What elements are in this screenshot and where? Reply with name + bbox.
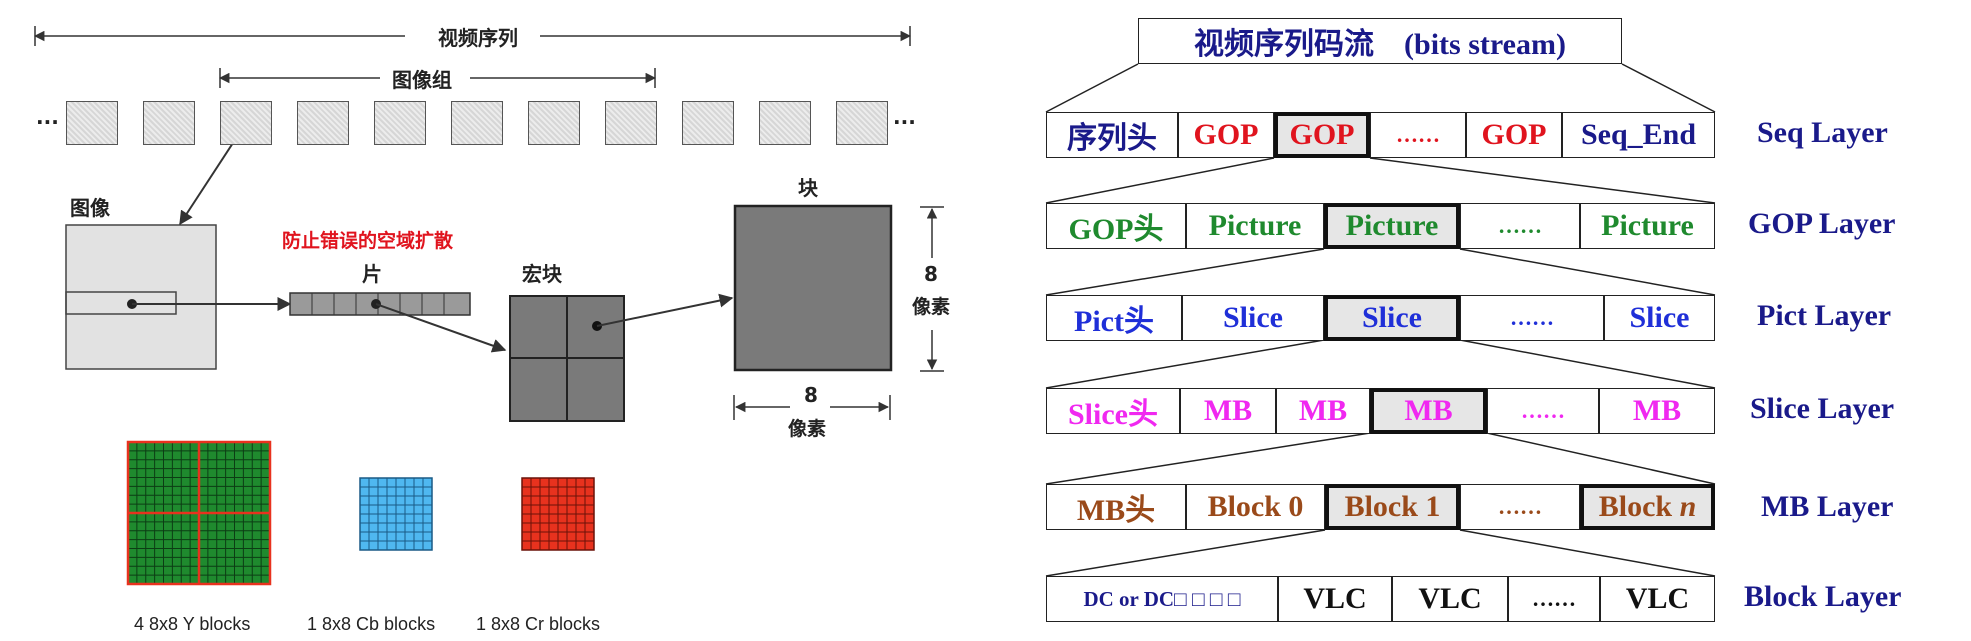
- seq-end-cell: Seq_End: [1562, 112, 1715, 158]
- picture-cell: Picture: [1580, 203, 1715, 249]
- frame: [451, 101, 503, 145]
- slice-label: 片: [362, 262, 382, 286]
- frame: [220, 101, 272, 145]
- picture-cell: Picture: [1186, 203, 1324, 249]
- slice-cell: Slice: [1182, 295, 1324, 341]
- mb-header-cell: MB头: [1046, 484, 1186, 530]
- mb-to-block-arrow: [596, 293, 734, 327]
- ellipsis-cell: ……: [1370, 112, 1466, 158]
- pict-layer-label: Pict Layer: [1757, 299, 1892, 332]
- block1-cell-highlighted: Block 1: [1325, 484, 1460, 530]
- y-blocks-caption: 4 8x8 Y blocks: [134, 614, 251, 634]
- ellipsis-cell: ……: [1508, 576, 1600, 622]
- seq-label: 视频序列: [438, 26, 518, 50]
- macroblock-label: 宏块: [522, 262, 562, 286]
- cr-block-grid: [521, 477, 595, 551]
- cr-blocks-caption: 1 8x8 Cr blocks: [476, 614, 601, 634]
- ellipsis-left: ···: [36, 110, 59, 134]
- block-label: 块: [798, 176, 818, 200]
- y-blocks-grid: [126, 440, 272, 586]
- mb-cell: MB: [1180, 388, 1276, 434]
- picture-label: 图像: [70, 196, 110, 220]
- seq-layer-label: Seq Layer: [1757, 116, 1888, 149]
- block-height-unit: 像素: [912, 296, 951, 318]
- mb-cell: MB: [1276, 388, 1370, 434]
- frame: [143, 101, 195, 145]
- pict-header-cell: Pict头: [1046, 295, 1182, 341]
- cb-block-grid: [359, 477, 433, 551]
- frame: [528, 101, 580, 145]
- slice-layer-label: Slice Layer: [1750, 392, 1895, 425]
- gop-label: 图像组: [392, 68, 452, 92]
- mb-layer-label: MB Layer: [1761, 490, 1894, 523]
- seq-header-cell: 序列头: [1046, 112, 1178, 158]
- vlc-cell: VLC: [1278, 576, 1392, 622]
- frame: [297, 101, 349, 145]
- frame: [682, 101, 734, 145]
- block-n-text: Block: [1598, 490, 1680, 523]
- block0-cell: Block 0: [1186, 484, 1325, 530]
- mb-cell: MB: [1599, 388, 1715, 434]
- mb-cell-highlighted: MB: [1370, 388, 1487, 434]
- ellipsis-cell: ……: [1487, 388, 1599, 434]
- picture-cell-highlighted: Picture: [1324, 203, 1460, 249]
- block-width-value: 8: [804, 383, 818, 407]
- macroblock-grid: [509, 295, 625, 422]
- vlc-cell: VLC: [1392, 576, 1508, 622]
- vlc-cell: VLC: [1600, 576, 1715, 622]
- slice-cell-highlighted: Slice: [1324, 295, 1460, 341]
- block-height-value: 8: [924, 262, 938, 286]
- block-n-index: n: [1679, 490, 1697, 523]
- block-width-unit: 像素: [788, 418, 827, 440]
- slice-to-mb-arrow: [375, 303, 507, 353]
- gop-cell: GOP: [1466, 112, 1562, 158]
- gop-cell-highlighted: GOP: [1274, 112, 1370, 158]
- gop-layer-label: GOP Layer: [1748, 207, 1896, 240]
- bitstream-title: 视频序列码流 (bits stream): [1138, 18, 1622, 64]
- gop-header-cell: GOP头: [1046, 203, 1186, 249]
- frame: [605, 101, 657, 145]
- frame: [759, 101, 811, 145]
- frame: [66, 101, 118, 145]
- ellipsis-cell: ……: [1460, 203, 1580, 249]
- block-layer-label: Block Layer: [1744, 580, 1902, 613]
- frame: [836, 101, 888, 145]
- ellipsis-right: ···: [893, 110, 916, 134]
- block-n-cell-highlighted: Block n: [1580, 484, 1715, 530]
- ellipsis-cell: ……: [1460, 295, 1604, 341]
- gop-cell: GOP: [1178, 112, 1274, 158]
- dc-cell: DC or DC□ □ □ □: [1046, 576, 1278, 622]
- cb-blocks-caption: 1 8x8 Cb blocks: [307, 614, 436, 634]
- error-note: 防止错误的空域扩散: [282, 230, 454, 252]
- frame: [374, 101, 426, 145]
- slice-header-cell: Slice头: [1046, 388, 1180, 434]
- block-square: [733, 204, 893, 372]
- slice-cell: Slice: [1604, 295, 1715, 341]
- ellipsis-cell: ……: [1460, 484, 1580, 530]
